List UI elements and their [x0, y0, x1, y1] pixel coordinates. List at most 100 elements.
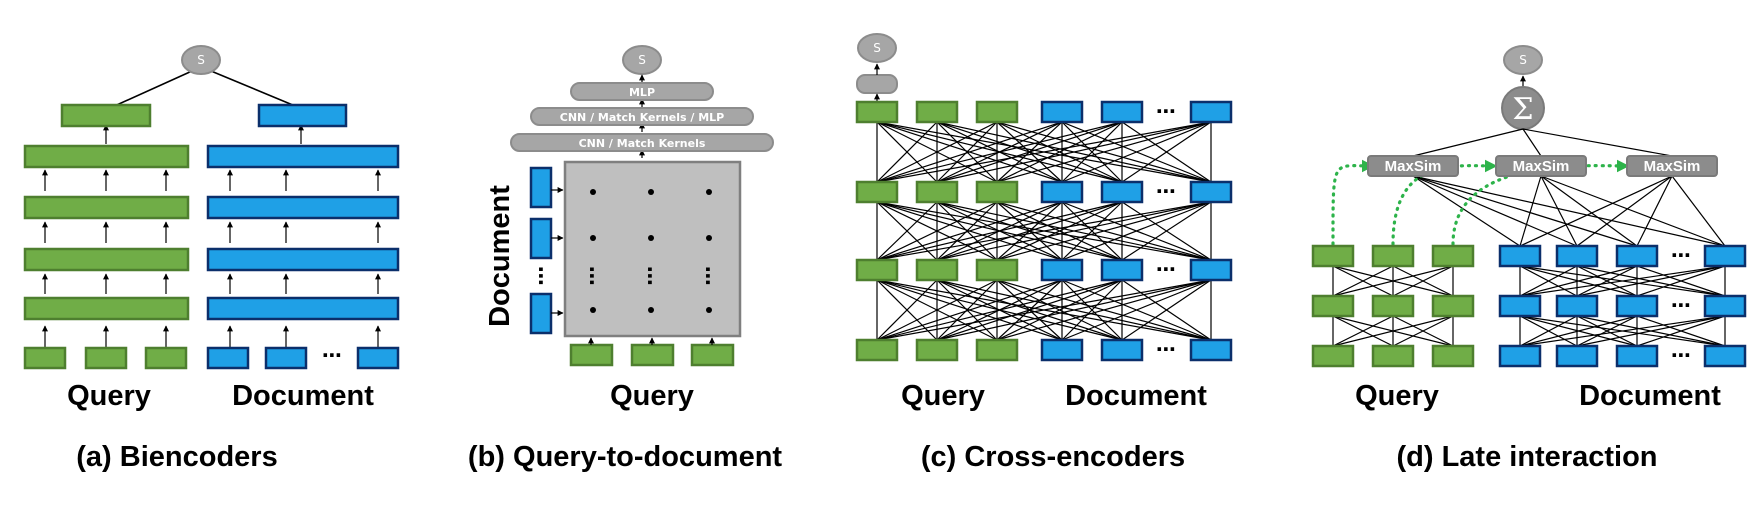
query-token: [1431, 294, 1475, 318]
cross-encoder-token-grid: ⋯⋯⋯⋯: [855, 99, 1233, 362]
encoder-edge: [1332, 265, 1454, 297]
caption-late-interaction: (d) Late interaction: [1396, 441, 1657, 473]
attention-edge: [1121, 121, 1212, 183]
ellipsis: ⋯: [1671, 293, 1691, 317]
attention-edge: [1061, 279, 1212, 341]
query-token: [855, 258, 899, 282]
ellipsis: ⋯: [1156, 179, 1176, 203]
encoder-edge: [1519, 265, 1638, 297]
similarity-edge: [1412, 175, 1638, 247]
encoder-edge: [1332, 265, 1394, 297]
svg-text:S: S: [638, 53, 646, 67]
attention-edge: [936, 279, 998, 341]
panel-query-to-document: S MLP CNN / Match Kernels / MLP CNN / Ma…: [468, 45, 782, 473]
document-label: Document: [232, 380, 374, 412]
attention-edge: [936, 121, 1212, 183]
encoder-edge: [1392, 315, 1454, 347]
document-token: [1703, 244, 1747, 268]
query-token: [915, 258, 959, 282]
query-token: [915, 180, 959, 204]
document-token: [1040, 338, 1084, 362]
attention-edge: [876, 121, 1063, 183]
document-token: [1615, 244, 1659, 268]
query-token: [855, 180, 899, 204]
attention-edge: [876, 279, 1123, 341]
encoder-edge: [1636, 315, 1726, 347]
attention-edge: [876, 121, 998, 183]
attention-edge: [936, 121, 1123, 183]
ellipsis: ⋯: [322, 343, 342, 367]
svg-text:⋯: ⋯: [580, 266, 604, 286]
maxsim-box: MaxSim: [1495, 155, 1587, 177]
attention-edge: [936, 279, 1212, 341]
encoder-edge: [1332, 315, 1394, 347]
panel-cross-encoders: S ⋯⋯⋯⋯ Query Document (c) Cross-encoders: [855, 33, 1233, 473]
document-token: [1040, 258, 1084, 282]
document-layer: [206, 247, 400, 272]
attention-edge: [876, 201, 1063, 261]
query-token: [975, 100, 1019, 124]
attention-edge: [1061, 121, 1212, 183]
query-token: [1311, 294, 1355, 318]
document-token: [529, 166, 553, 209]
late-interaction-edges: [1331, 128, 1726, 347]
attention-edge: [1061, 279, 1123, 341]
document-token: [1703, 294, 1747, 318]
query-layer: [23, 296, 190, 321]
attention-edge: [996, 201, 1123, 261]
document-token: [1100, 180, 1144, 204]
similarity-edge: [1576, 175, 1673, 247]
document-token: [1040, 180, 1084, 204]
sum-node: Σ: [1501, 86, 1545, 130]
document-token: [1615, 344, 1659, 368]
ellipsis: ⋯: [1156, 99, 1176, 123]
ellipsis: ⋯: [1671, 243, 1691, 267]
encoder-edge: [1519, 265, 1578, 297]
document-token: [1189, 100, 1233, 124]
query-token: [915, 100, 959, 124]
attention-edge: [996, 201, 1212, 261]
document-token: [1189, 258, 1233, 282]
attention-edge: [996, 121, 1123, 183]
svg-text:⋯: ⋯: [529, 266, 553, 286]
document-label: Document: [1065, 380, 1207, 412]
document-token: [1555, 344, 1599, 368]
query-token: [23, 346, 67, 370]
attention-edge: [1121, 201, 1212, 261]
ellipsis: ⋯: [1156, 257, 1176, 281]
document-tower: ⋯: [206, 103, 400, 370]
query-token: [144, 346, 188, 370]
query-token: [855, 338, 899, 362]
attention-edge: [936, 201, 1123, 261]
sum-edge: [1522, 128, 1542, 157]
similarity-edge: [1412, 175, 1521, 247]
cross-encoder-head: [856, 74, 898, 94]
late-interaction-score-node: S: [1503, 45, 1543, 75]
query-token: [975, 338, 1019, 362]
encoder-edge: [1576, 265, 1638, 297]
document-token: [1100, 338, 1144, 362]
attention-edge: [876, 201, 998, 261]
attention-edge: [876, 279, 938, 341]
svg-text:⋯: ⋯: [696, 266, 720, 286]
document-token: [1615, 294, 1659, 318]
encoder-edge: [1636, 265, 1726, 297]
document-token: [1498, 294, 1542, 318]
maxsim-box: MaxSim: [1367, 155, 1459, 177]
document-token: [1555, 244, 1599, 268]
attention-edge: [876, 201, 1212, 261]
attention-edge: [876, 121, 1212, 183]
query-token: [1431, 244, 1475, 268]
query-token: [84, 346, 128, 370]
svg-text:MLP: MLP: [629, 86, 655, 99]
svg-text:MaxSim: MaxSim: [1385, 158, 1442, 175]
svg-text:MaxSim: MaxSim: [1513, 158, 1570, 175]
query-token: [975, 180, 1019, 204]
query-tower: [23, 103, 190, 370]
query-token: [690, 343, 735, 367]
query-token: [1311, 244, 1355, 268]
caption-cross-encoders: (c) Cross-encoders: [921, 441, 1185, 473]
document-layer: [206, 296, 400, 321]
